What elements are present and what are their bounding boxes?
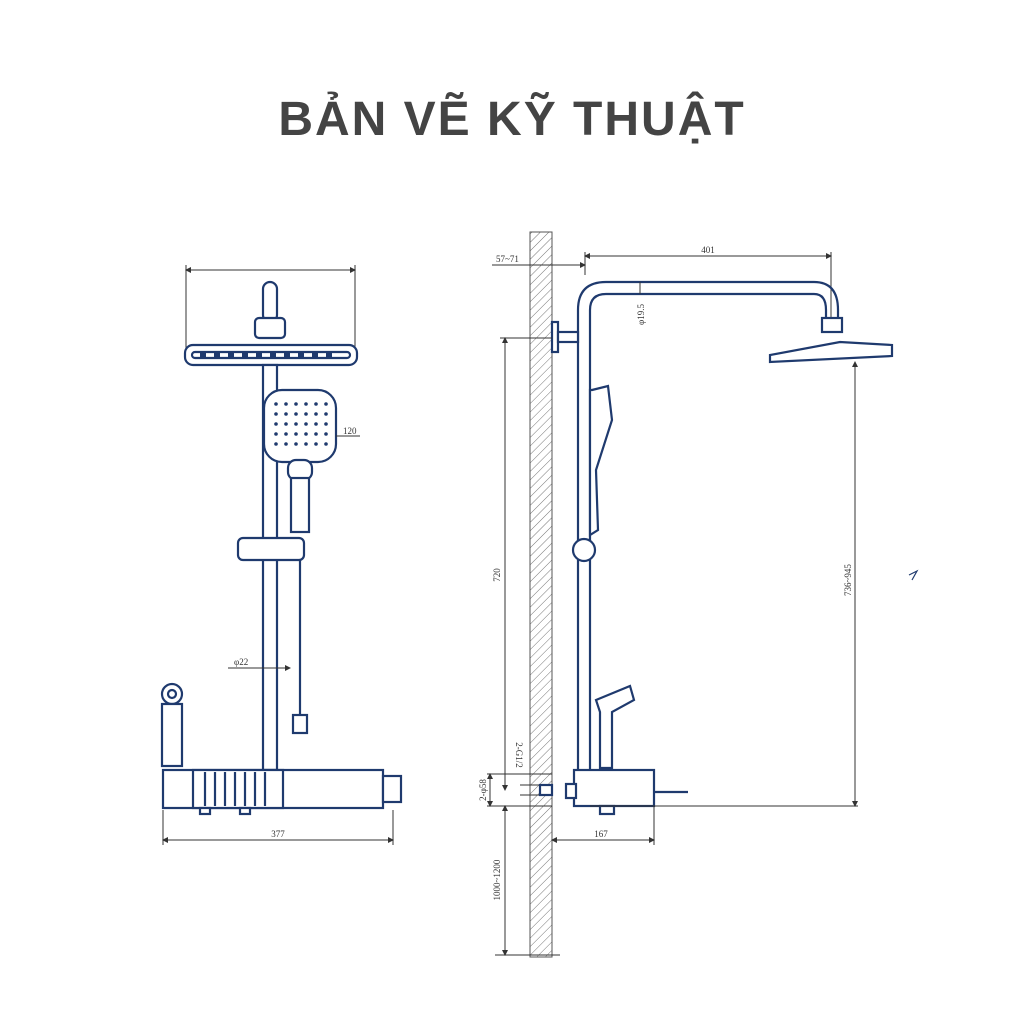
hand-shower-side [588, 384, 614, 537]
mixer-side [564, 768, 688, 816]
rail-height-dimension: 720 [492, 337, 552, 791]
wall-offset-label: 57~71 [496, 254, 519, 264]
slider-bracket [236, 536, 306, 562]
mixer-depth-dimension: 167 [551, 806, 655, 845]
rail-diameter-label: φ22 [234, 657, 248, 667]
arm-tube-label: φ19.5 [636, 304, 646, 325]
mount-height-dimension: 1000~1200 [492, 805, 560, 956]
handshower-dimension-label: 120 [343, 426, 357, 436]
spray-nozzles [274, 402, 328, 446]
bidet-sprayer [160, 682, 184, 768]
shower-arm [576, 280, 840, 770]
inlet-thread-label: 2-G1/2 [514, 742, 524, 768]
mount-height-label: 1000~1200 [492, 859, 502, 900]
front-view: 120 φ22 [160, 265, 403, 845]
base-width-dimension: 377 [162, 810, 394, 845]
inlet-spacing-label: 2-φ58 [478, 779, 488, 801]
slider-side [571, 537, 597, 563]
sprayer-holder-side [594, 684, 636, 770]
side-view: 57~71 401 φ19.5 720 [478, 231, 919, 958]
stray-mark [908, 569, 919, 581]
head-connector [820, 316, 844, 334]
mixer-depth-label: 167 [594, 829, 608, 839]
shower-arm-inner [588, 292, 828, 770]
rail-height-label: 720 [492, 568, 502, 582]
thermostatic-mixer [161, 768, 403, 816]
base-width-label: 377 [271, 829, 285, 839]
page-title: BẢN VẼ KỸ THUẬT [278, 93, 746, 146]
arm-reach-label: 401 [701, 245, 715, 255]
rail-diameter-dimension: φ22 [228, 657, 291, 671]
rain-head-side [768, 340, 894, 364]
wall-bracket-arm [556, 330, 580, 344]
hand-shower: 120 [262, 388, 360, 534]
head-height-label: 736~945 [843, 564, 853, 596]
arm-reach-dimension: 401 [584, 245, 832, 320]
wall-offset-dimension: 57~71 [492, 254, 586, 268]
rain-shower-head [183, 280, 359, 367]
wall-section [529, 231, 553, 958]
hose-connector [291, 713, 309, 735]
top-width-dimension [185, 265, 356, 350]
head-height-dimension: 736~945 [843, 361, 858, 807]
